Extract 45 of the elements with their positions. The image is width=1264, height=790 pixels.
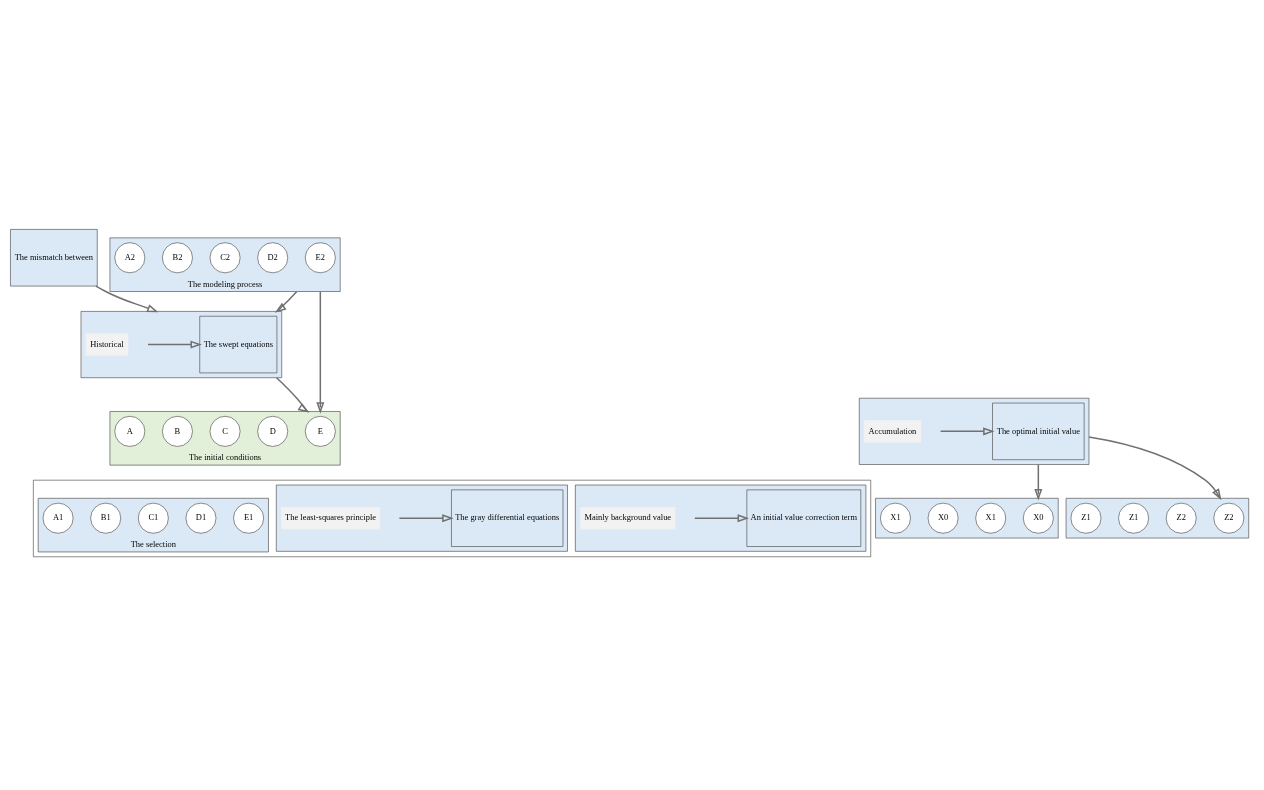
node-circle: B1 (90, 502, 122, 534)
cluster (33, 479, 872, 557)
node-circle: Z2 (1213, 502, 1245, 534)
node-circle: X1 (880, 502, 911, 534)
node-circle: Z2 (1165, 502, 1197, 534)
node-box: The mismatch between (10, 228, 98, 286)
arrow (398, 513, 454, 522)
cluster (80, 310, 283, 378)
arrow (147, 340, 202, 349)
node-circle: B2 (162, 241, 193, 273)
node-circle: C (209, 415, 241, 447)
arrow (316, 290, 325, 414)
arrow (1088, 435, 1222, 500)
node-circle: Z1 (1070, 502, 1102, 534)
node-box: The swept equations (199, 315, 278, 373)
arrow (274, 290, 298, 313)
arrow (694, 513, 750, 522)
node-circle: B (162, 415, 193, 447)
node-circle: A1 (42, 502, 74, 534)
node-circle: Z1 (1118, 502, 1149, 534)
node-box: An initial value correction term (746, 489, 862, 547)
node-circle: C1 (137, 502, 169, 534)
node-circle: D (257, 415, 289, 447)
cluster (1065, 497, 1250, 538)
node-circle: X0 (1022, 502, 1054, 534)
node-box: The optimal initial value (992, 402, 1085, 460)
cluster (575, 484, 867, 552)
arrow (1034, 463, 1043, 501)
cluster (276, 484, 568, 552)
node-circle: C2 (209, 241, 241, 273)
node-circle: D1 (185, 502, 217, 534)
node-circle: X0 (927, 502, 959, 534)
arrow (939, 426, 995, 435)
cluster (859, 397, 1090, 465)
node-circle: E1 (233, 502, 264, 534)
node-circle: X1 (975, 502, 1007, 534)
node-circle: E2 (304, 241, 336, 273)
node-circle: A (114, 415, 146, 447)
arrow (95, 284, 159, 312)
cluster (875, 497, 1059, 538)
node-circle: D2 (257, 241, 289, 273)
node-circle: E (304, 415, 336, 447)
arrow (275, 376, 310, 413)
node-circle: A2 (114, 241, 146, 273)
node-box: The gray differential equations (451, 489, 564, 547)
